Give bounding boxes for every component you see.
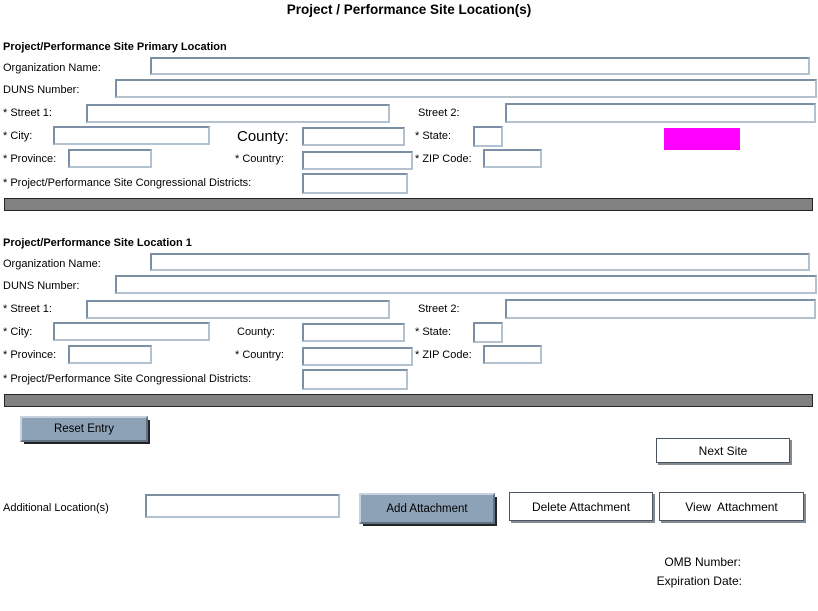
s2-organization-name-label: Organization Name: [3,258,101,270]
s2-districts-label: * Project/Performance Site Congressional… [3,373,252,385]
s2-city-input[interactable] [53,322,210,341]
section-divider-bar [4,394,813,407]
s2-county-input[interactable] [302,323,405,342]
s1-duns-input[interactable] [115,79,817,98]
s1-country-input[interactable] [302,151,413,170]
expiration-date-label: Expiration Date: [656,574,742,588]
s2-zip-label: * ZIP Code: [415,349,472,361]
s1-state-label: * State: [415,130,452,142]
s1-organization-name-input[interactable] [150,57,810,75]
section-divider-bar [4,198,813,211]
delete-attachment-button[interactable]: Delete Attachment [509,492,653,521]
s2-county-label: County: [237,326,275,338]
s2-districts-input[interactable] [302,369,408,390]
s2-state-label: * State: [415,326,452,338]
s1-organization-name-label: Organization Name: [3,62,101,74]
s2-province-input[interactable] [68,345,152,364]
s2-organization-name-input[interactable] [150,253,810,271]
s1-duns-label: DUNS Number: [3,84,80,96]
s1-city-input[interactable] [53,126,210,145]
s1-street1-input[interactable] [86,104,390,123]
s1-city-label: * City: [3,130,33,142]
s1-province-input[interactable] [68,149,152,168]
s1-county-input[interactable] [302,127,405,146]
add-attachment-button[interactable]: Add Attachment [359,493,495,524]
additional-locations-label: Additional Location(s) [3,502,109,514]
s1-street2-input[interactable] [505,103,816,123]
s2-street1-label: * Street 1: [3,303,52,315]
s1-street1-label: * Street 1: [3,107,52,119]
s2-country-input[interactable] [302,347,413,366]
omb-number-label: OMB Number: [664,555,741,569]
additional-locations-input[interactable] [145,494,340,518]
s1-districts-label: * Project/Performance Site Congressional… [3,177,252,189]
s1-zip-label: * ZIP Code: [415,153,472,165]
s2-duns-label: DUNS Number: [3,280,80,292]
s2-street2-input[interactable] [505,299,816,319]
s2-province-label: * Province: [3,349,57,361]
s2-zip-input[interactable] [483,345,542,364]
page-title: Project / Performance Site Location(s) [286,2,532,17]
s2-street2-label: Street 2: [418,303,460,315]
s1-country-label: * Country: [235,153,284,165]
s2-country-label: * Country: [235,349,284,361]
s2-state-input[interactable] [473,322,503,343]
s2-street1-input[interactable] [86,300,390,319]
s1-street2-label: Street 2: [418,107,460,119]
s1-province-label: * Province: [3,153,57,165]
s2-city-label: * City: [3,326,33,338]
s1-county-label: County: [237,128,289,145]
s1-zip-input[interactable] [483,149,542,168]
section-1-header: Project/Performance Site Primary Locatio… [3,41,227,53]
s1-districts-input[interactable] [302,173,408,194]
view-attachment-button[interactable]: View Attachment [659,492,804,521]
section-2-header: Project/Performance Site Location 1 [3,237,192,249]
reset-entry-button[interactable]: Reset Entry [20,416,148,442]
s1-state-input[interactable] [473,126,503,147]
next-site-button[interactable]: Next Site [656,438,790,463]
s2-duns-input[interactable] [115,275,817,294]
magenta-highlight-box [664,128,740,150]
